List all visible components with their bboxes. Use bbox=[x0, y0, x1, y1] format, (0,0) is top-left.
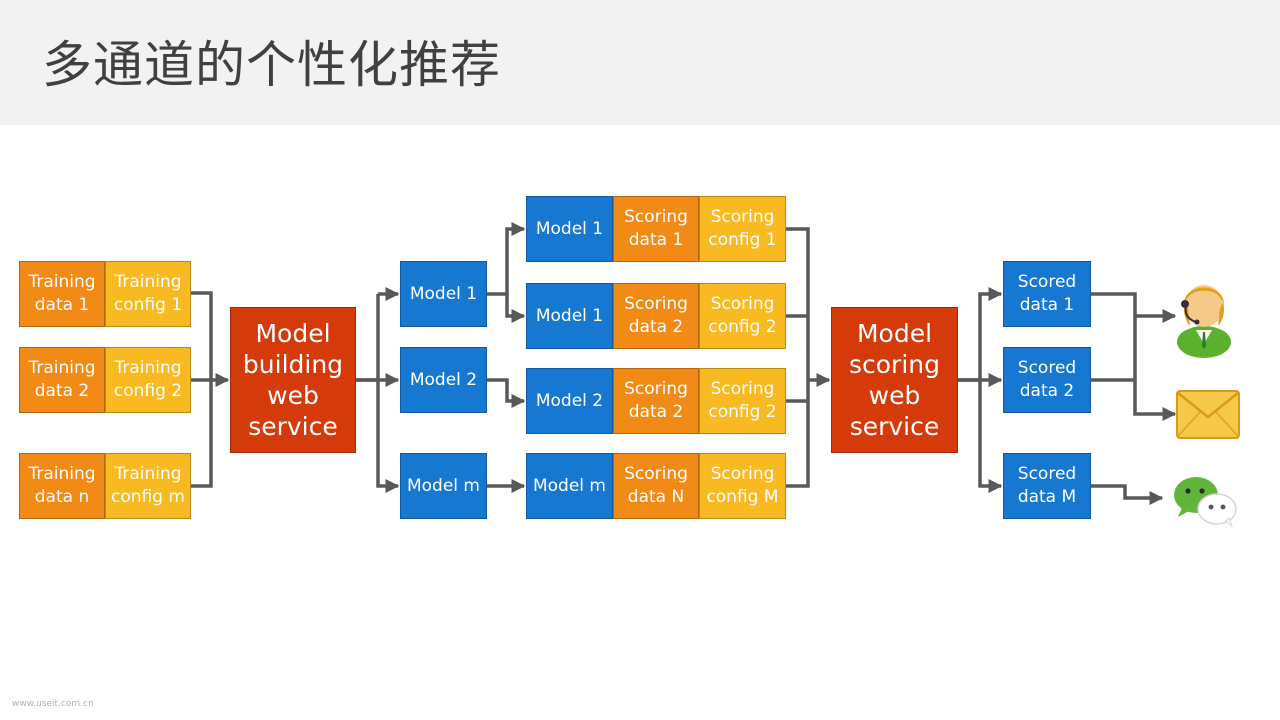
scoring-data-box: Scoring data 2 bbox=[613, 368, 699, 434]
scored-data-box: Scored data M bbox=[1003, 453, 1091, 519]
scoring-model-box: Model m bbox=[526, 453, 613, 519]
page-title: 多通道的个性化推荐 bbox=[42, 36, 501, 94]
scoring-config-box: Scoring config 1 bbox=[699, 196, 786, 262]
connector-build-models bbox=[356, 294, 380, 382]
model-scoring-service-box: Model scoring web service bbox=[831, 307, 958, 453]
training-config-box: Training config 1 bbox=[105, 261, 191, 327]
model-box: Model m bbox=[400, 453, 487, 519]
connector-rows-merge bbox=[786, 227, 810, 488]
scoring-data-box: Scoring data N bbox=[613, 453, 699, 519]
connector-out-m bbox=[978, 380, 1003, 493]
scoring-model-box: Model 2 bbox=[526, 368, 613, 434]
scoring-data-box: Scoring data 2 bbox=[613, 283, 699, 349]
scoring-model-box: Model 1 bbox=[526, 283, 613, 349]
connector-model1-split bbox=[487, 222, 526, 296]
connector-model-m bbox=[376, 380, 400, 493]
wechat-icon bbox=[1174, 477, 1237, 527]
training-data-box: Training data n bbox=[19, 453, 105, 519]
training-data-box: Training data 2 bbox=[19, 347, 105, 413]
scoring-config-box: Scoring config M bbox=[699, 453, 786, 519]
model-box: Model 1 bbox=[400, 261, 487, 327]
connector-input-1 bbox=[191, 291, 213, 488]
training-config-box: Training config 2 bbox=[105, 347, 191, 413]
email-envelope-icon bbox=[1176, 390, 1240, 439]
model-box: Model 2 bbox=[400, 347, 487, 413]
scored-data-box: Scored data 1 bbox=[1003, 261, 1091, 327]
connector-scoring-out bbox=[958, 287, 1003, 382]
model-building-service-box: Model building web service bbox=[230, 307, 356, 453]
scoring-config-box: Scoring config 2 bbox=[699, 368, 786, 434]
connector-model2-row bbox=[487, 378, 526, 408]
customer-service-agent-icon bbox=[1177, 285, 1231, 358]
connector-dest-1 bbox=[1091, 292, 1177, 323]
scoring-config-box: Scoring config 2 bbox=[699, 283, 786, 349]
scored-data-box: Scored data 2 bbox=[1003, 347, 1091, 413]
watermark-text: www.useit.com.cn bbox=[12, 699, 94, 709]
scoring-data-box: Scoring data 1 bbox=[613, 196, 699, 262]
connector-model1-split-b bbox=[505, 294, 526, 323]
scoring-model-box: Model 1 bbox=[526, 196, 613, 262]
training-config-box: Training config m bbox=[105, 453, 191, 519]
training-data-box: Training data 1 bbox=[19, 261, 105, 327]
title-bar bbox=[0, 0, 1280, 125]
connector-dest-2 bbox=[1091, 378, 1177, 421]
connector-dest-3 bbox=[1091, 484, 1164, 505]
